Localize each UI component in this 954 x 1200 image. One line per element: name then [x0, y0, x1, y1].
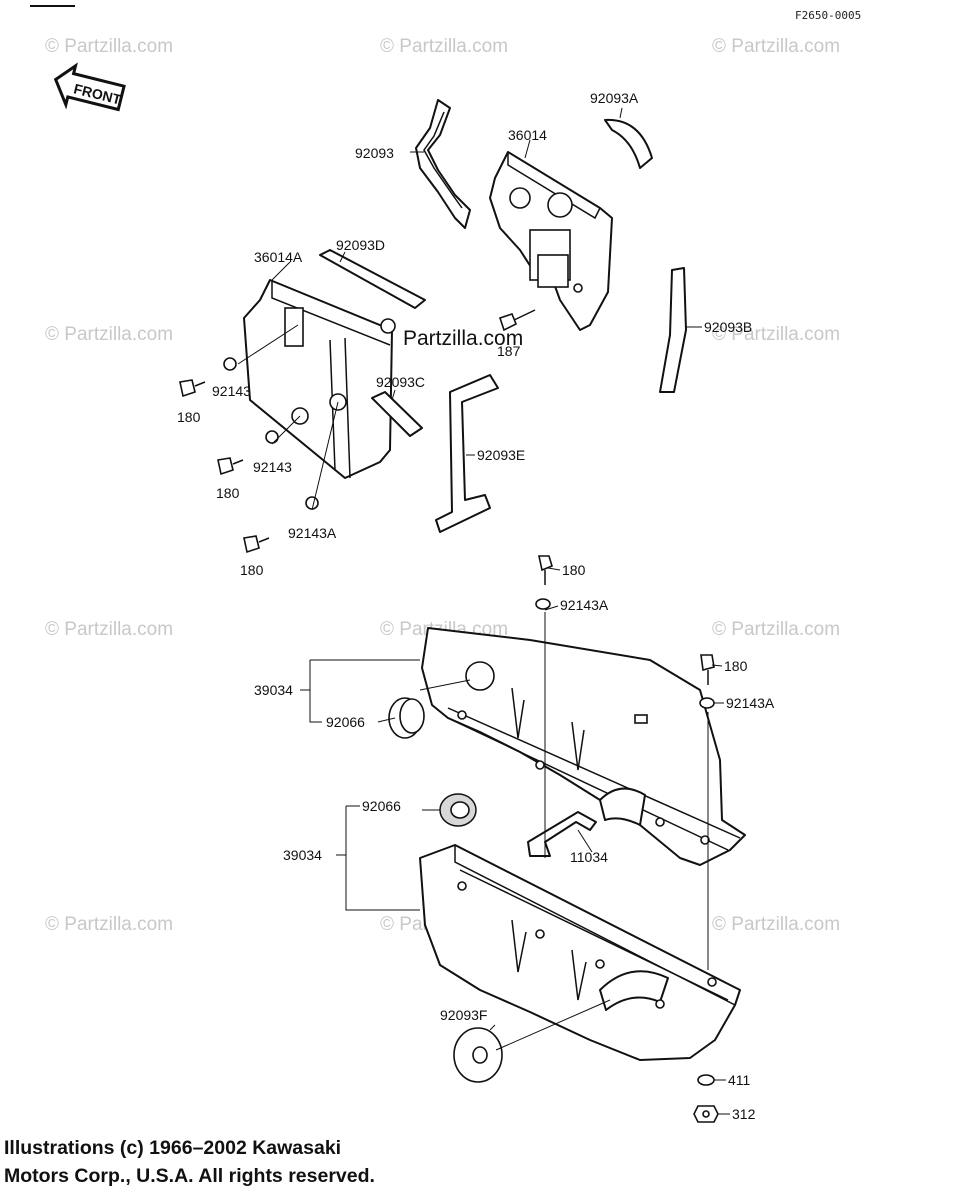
front-arrow-icon: FRONT	[53, 62, 126, 112]
part-label-180: 180	[562, 562, 586, 578]
part-label-39034: 39034	[283, 847, 322, 863]
watermark-text: © Partzilla.com	[712, 324, 840, 345]
part-label-180: 180	[724, 658, 748, 674]
leader-lines-lower	[300, 567, 730, 1115]
watermark-text: © Partzilla.com	[45, 619, 173, 640]
part-label-92093e: 92093E	[477, 447, 525, 463]
part-label-92093b: 92093B	[704, 319, 752, 335]
part-label-36014a: 36014A	[254, 249, 303, 265]
upper-case-39034	[421, 627, 746, 866]
watermark-text: © Partzilla.com	[45, 36, 173, 57]
inner-cover-36014	[489, 151, 613, 331]
part-label-92143: 92143	[253, 459, 292, 475]
part-label-187: 187	[497, 343, 521, 359]
part-label-92093: 92093	[355, 145, 394, 161]
copyright-line-2: Motors Corp., U.S.A. All rights reserved…	[4, 1165, 375, 1187]
bolt-187	[498, 309, 536, 332]
gasket-92093b	[659, 267, 687, 393]
gasket-92093a	[604, 118, 653, 169]
part-label-39034: 39034	[254, 682, 293, 698]
watermark-text: © Partzilla.com	[45, 324, 173, 345]
grommet-92066-lower	[439, 793, 477, 827]
lower-case-39034	[419, 844, 741, 1061]
watermark-text: © Partzilla.com	[712, 619, 840, 640]
pad-92093c	[371, 391, 423, 437]
part-label-411: 411	[728, 1072, 751, 1088]
part-label-180: 180	[177, 409, 201, 425]
watermark-text: © Partzilla.com	[712, 36, 840, 57]
plug-92066-upper	[388, 697, 425, 739]
center-watermark: Partzilla.com	[403, 327, 523, 350]
watermark-text: © Partzilla.com	[712, 914, 840, 935]
part-label-312: 312	[732, 1106, 756, 1122]
hardware-right	[535, 555, 715, 709]
gasket-92093	[415, 99, 471, 229]
part-label-92093c: 92093C	[376, 374, 425, 390]
part-label-92093d: 92093D	[336, 237, 385, 253]
part-label-92143a: 92143A	[560, 597, 609, 613]
copyright-notice: Illustrations (c) 1966–2002 Kawasaki Mot…	[4, 1134, 375, 1190]
gasket-92093e	[435, 374, 499, 533]
part-label-92066: 92066	[362, 798, 401, 814]
gasket-92093d	[319, 249, 426, 309]
part-label-92093a: 92093A	[590, 90, 639, 106]
leader-lines-top	[237, 107, 702, 511]
part-label-11034: 11034	[570, 849, 608, 865]
part-label-180: 180	[216, 485, 240, 501]
drawing-code: F2650-0005	[795, 9, 861, 22]
part-labels: 92093 92093A 36014 36014A 92093D 92093B …	[177, 90, 775, 1122]
hardware-top	[179, 357, 319, 554]
outer-cover-36014a	[243, 279, 396, 479]
part-label-92143: 92143	[212, 383, 251, 399]
washer-92093f	[453, 1027, 503, 1083]
part-label-36014: 36014	[508, 127, 547, 143]
part-label-92066: 92066	[326, 714, 365, 730]
part-label-92093f: 92093F	[440, 1007, 487, 1023]
copyright-line-1: Illustrations (c) 1966–2002 Kawasaki	[4, 1137, 342, 1159]
part-label-180: 180	[240, 562, 264, 578]
watermark-text: © Partzilla.com	[45, 914, 173, 935]
watermark-text: © Partzilla.com	[380, 36, 508, 57]
hardware-bottom	[693, 1074, 719, 1123]
part-label-92143a: 92143A	[288, 525, 337, 541]
part-label-92143a: 92143A	[726, 695, 775, 711]
